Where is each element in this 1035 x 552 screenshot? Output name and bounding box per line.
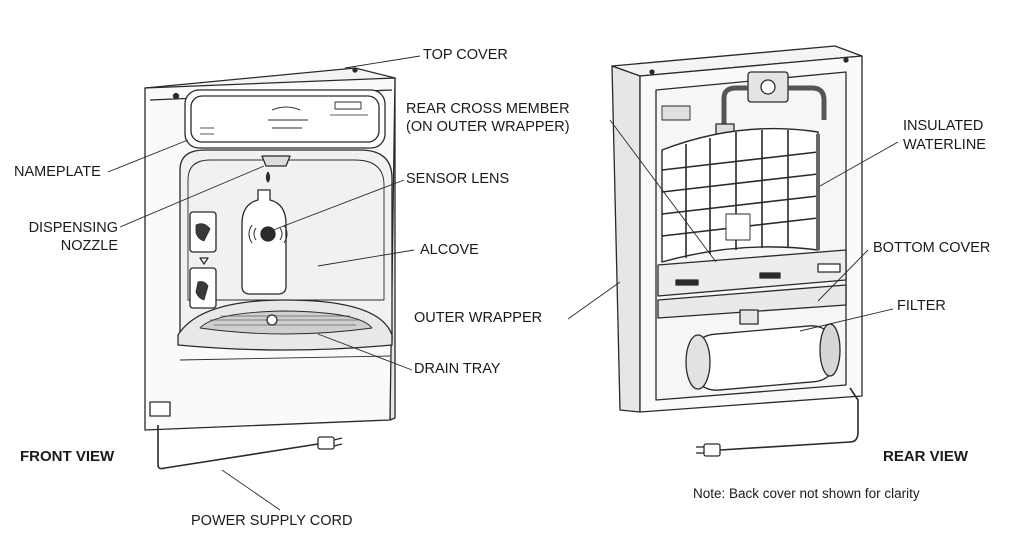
label-bottom-cover: BOTTOM COVER (873, 240, 991, 256)
label-drain-tray: DRAIN TRAY (414, 361, 501, 377)
leader-alcove (317, 249, 415, 267)
leader-drain-tray (317, 333, 413, 371)
dispensing-nozzle (261, 155, 291, 167)
label-rear-cross-member-1: REAR CROSS MEMBER (406, 101, 570, 117)
label-sensor-lens: SENSOR LENS (406, 171, 510, 187)
leader-outer-wrapper (567, 281, 621, 320)
bottom-cover (657, 284, 847, 319)
leader-insulated-waterline (819, 141, 899, 187)
leader-top-cover (344, 55, 421, 69)
outer-wrapper (611, 65, 641, 413)
leader-bottom-cover (817, 249, 869, 302)
rear-cross-member (657, 249, 847, 297)
label-dispensing-nozzle-2: NOZZLE (60, 238, 118, 254)
front-unit (144, 67, 396, 470)
label-rear-cross-member-2: (ON OUTER WRAPPER) (406, 119, 570, 135)
label-insulated-waterline-2: WATERLINE (903, 137, 986, 153)
valve-assembly (715, 71, 827, 137)
leader-nameplate (107, 139, 189, 173)
rear-unit (611, 45, 863, 457)
sensor-bottle (241, 189, 287, 295)
label-alcove: ALCOVE (420, 242, 479, 258)
nameplate (184, 89, 386, 149)
label-nameplate: NAMEPLATE (14, 164, 101, 180)
power-cord (157, 425, 319, 470)
leader-rear-cross-member (609, 119, 717, 263)
label-power-supply-cord: POWER SUPPLY CORD (191, 513, 353, 529)
leader-lines (107, 55, 899, 511)
filter (685, 323, 841, 391)
rear-power-cord (719, 387, 859, 451)
label-rear-view: REAR VIEW (883, 448, 969, 465)
leader-sensor-lens (267, 179, 405, 233)
note-back-cover: Note: Back cover not shown for clarity (693, 486, 920, 501)
rear-power-plug (696, 443, 721, 457)
label-filter: FILTER (897, 298, 946, 314)
power-connector-box (149, 401, 171, 417)
label-front-view: FRONT VIEW (20, 448, 115, 465)
leader-power-supply-cord (221, 469, 281, 511)
leader-filter (799, 308, 894, 332)
label-dispensing-nozzle-1: DISPENSING (28, 220, 118, 236)
cooling-grid (661, 127, 819, 263)
label-insulated-waterline-1: INSULATED (903, 118, 984, 134)
power-plug (317, 436, 343, 450)
leader-dispensing-nozzle (119, 165, 265, 228)
label-outer-wrapper: OUTER WRAPPER (414, 310, 543, 326)
label-top-cover: TOP COVER (423, 47, 508, 63)
